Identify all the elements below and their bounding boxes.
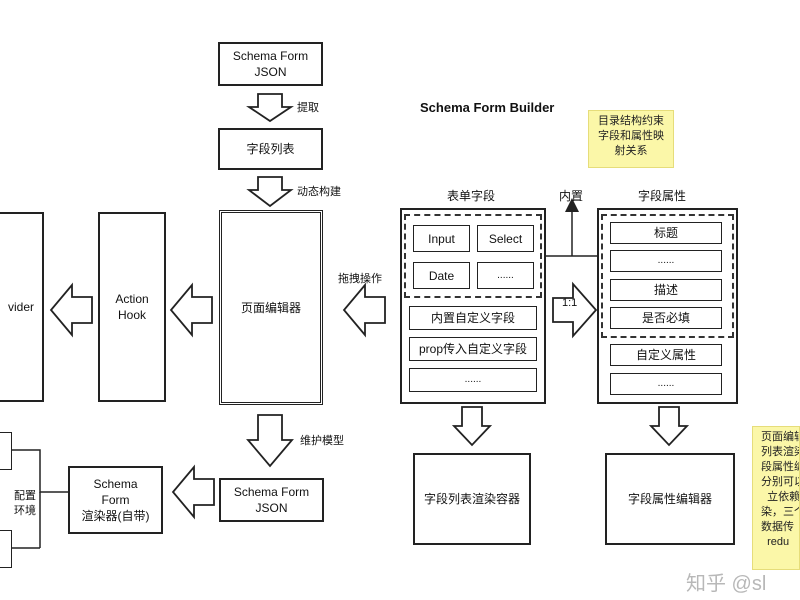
prop-item-title: 标题 (610, 222, 722, 244)
watermark: 知乎 @sl (686, 573, 767, 595)
control-date: Date (413, 262, 470, 289)
schema-json-top-box: Schema Form JSON (218, 42, 323, 86)
env-box-top (0, 432, 12, 470)
builtin-label: 内置 (559, 189, 584, 203)
env-box-bottom (0, 530, 12, 568)
arrow-props-to-editor (648, 406, 690, 447)
arrow-json-to-renderer (171, 464, 215, 520)
custom-prop-item: 自定义属性 (610, 344, 722, 366)
extract-label: 提取 (297, 102, 319, 114)
builtin-custom-field-item: 内置自定义字段 (409, 306, 537, 330)
one-to-one-label: 1:1 (562, 297, 578, 309)
provider-box: vider (0, 212, 44, 402)
page-editor-box: 页面编辑器 (219, 210, 323, 405)
form-fields-more-item: ...... (409, 368, 537, 392)
prop-item-more: ...... (610, 250, 722, 272)
maintain-model-label: 维护模型 (300, 435, 344, 447)
arrow-fields-to-container (451, 406, 493, 447)
prop-item-required: 是否必填 (610, 307, 722, 329)
control-input: Input (413, 225, 470, 252)
schema-json-bottom-box: Schema Form JSON (219, 478, 324, 522)
arrow-maintain-model (246, 414, 294, 468)
control-select: Select (477, 225, 534, 252)
top-sticky-note: 目录结构约束 字段和属性映 射关系 (588, 110, 674, 168)
field-list-box: 字段列表 (218, 128, 323, 170)
field-props-group (601, 214, 734, 338)
drag-operation-label: 拖拽操作 (338, 273, 382, 285)
custom-prop-more-item: ...... (610, 373, 722, 395)
right-sticky-note: 页面编辑 列表渲染 段属性编 分别可以 立依赖 染，三个 数据传 redu (752, 426, 800, 570)
renderer-builtin-box: Schema Form 渲染器(自带) (68, 466, 163, 534)
arrow-dynamic-build (246, 176, 294, 208)
arrowhead-builtin (565, 198, 579, 212)
diagram-title: Schema Form Builder (420, 100, 555, 115)
arrow-hook-to-provider (49, 282, 93, 338)
connector-renderer-env (12, 449, 68, 493)
action-hook-box: Action Hook (98, 212, 166, 402)
arrow-extract (246, 93, 294, 123)
field-list-container-box: 字段列表渲染容器 (413, 453, 531, 545)
form-fields-controls-group (404, 214, 542, 298)
prop-custom-field-item: prop传入自定义字段 (409, 337, 537, 361)
form-fields-header: 表单字段 (447, 189, 496, 203)
config-env-label-line1: 配置 (14, 490, 36, 502)
arrow-editor-to-hook (169, 282, 213, 338)
arrow-drag-operation (342, 282, 386, 338)
dynamic-build-label: 动态构建 (297, 186, 341, 198)
field-props-header: 字段属性 (638, 189, 687, 203)
arrow-one-to-one (552, 281, 598, 339)
prop-item-description: 描述 (610, 279, 722, 301)
config-env-label-line2: 环境 (14, 505, 36, 517)
control-more: ...... (477, 262, 534, 289)
field-props-editor-box: 字段属性编辑器 (605, 453, 735, 545)
